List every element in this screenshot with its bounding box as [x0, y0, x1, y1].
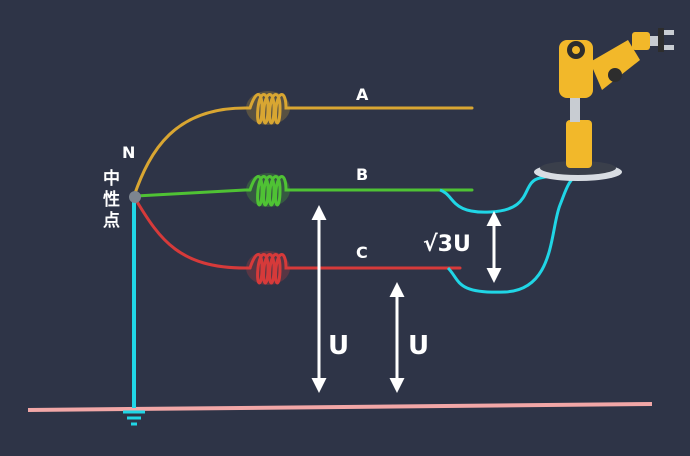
phase-voltage-label-1: U [328, 331, 349, 361]
coil-a-icon [246, 91, 290, 125]
neutral-char-2: 性 [103, 189, 120, 210]
phase-voltage-label-2: U [408, 331, 429, 361]
phase-label-a: A [356, 85, 369, 104]
ground-symbol-icon [123, 410, 145, 426]
touch-wire-c [446, 170, 581, 294]
neutral-char-3: 点 [103, 210, 120, 231]
robot-arm-icon [534, 28, 674, 181]
phase-c-wire [134, 198, 462, 285]
coil-c-icon [246, 251, 290, 285]
phase-b-wire [134, 175, 474, 207]
neutral-char-1: 中 [103, 168, 120, 189]
ground-line [27, 402, 653, 412]
line-voltage-label: √3U [423, 232, 471, 257]
phase-label-b: B [356, 165, 368, 184]
phase-a-wire [132, 93, 474, 198]
neutral-node [129, 191, 141, 203]
phase-label-c: C [356, 243, 368, 262]
coil-b-icon [246, 173, 290, 207]
neutral-label: N [122, 143, 135, 162]
